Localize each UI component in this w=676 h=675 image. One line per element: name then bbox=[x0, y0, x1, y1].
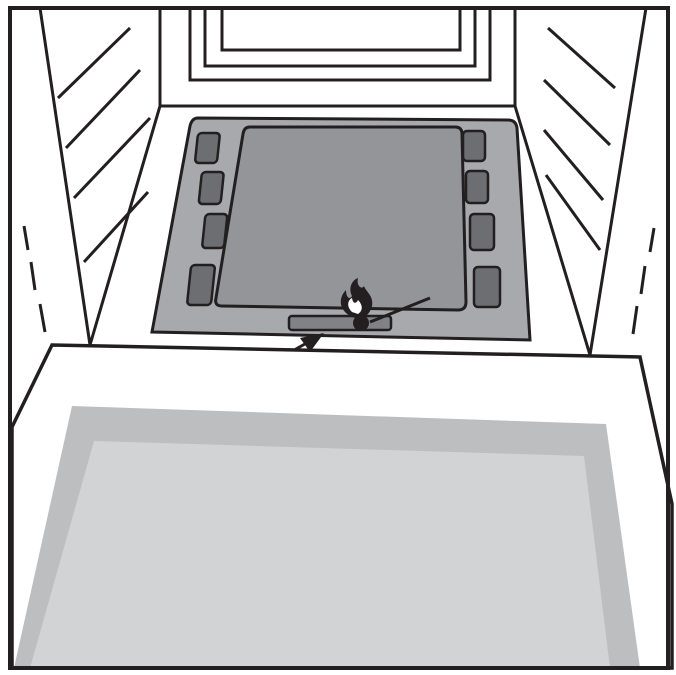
oven-outer-frame-edge bbox=[8, 6, 670, 670]
vent-slot bbox=[197, 170, 225, 206]
oven-right-wall bbox=[513, 7, 656, 356]
front-vent-strip bbox=[287, 314, 393, 332]
vent-slot bbox=[461, 129, 487, 163]
right-vent-slots bbox=[461, 129, 502, 309]
door-window bbox=[30, 441, 610, 668]
oven-left-wall bbox=[22, 7, 162, 346]
vent-slot bbox=[194, 131, 221, 165]
vent-slot bbox=[201, 212, 229, 250]
vent-slot bbox=[186, 263, 217, 307]
vent-slot bbox=[472, 265, 502, 309]
oven-door bbox=[10, 343, 674, 670]
vent-slot bbox=[464, 169, 490, 205]
igniter-dot-icon bbox=[353, 315, 369, 331]
vent-slot bbox=[468, 212, 496, 252]
tray-inner-panel bbox=[214, 125, 468, 312]
pointer-line bbox=[369, 296, 431, 324]
left-vent-slots bbox=[186, 131, 229, 307]
oven-floor-tray bbox=[150, 116, 532, 342]
flame-icon bbox=[340, 278, 373, 319]
oven-top-wall bbox=[158, 8, 517, 108]
